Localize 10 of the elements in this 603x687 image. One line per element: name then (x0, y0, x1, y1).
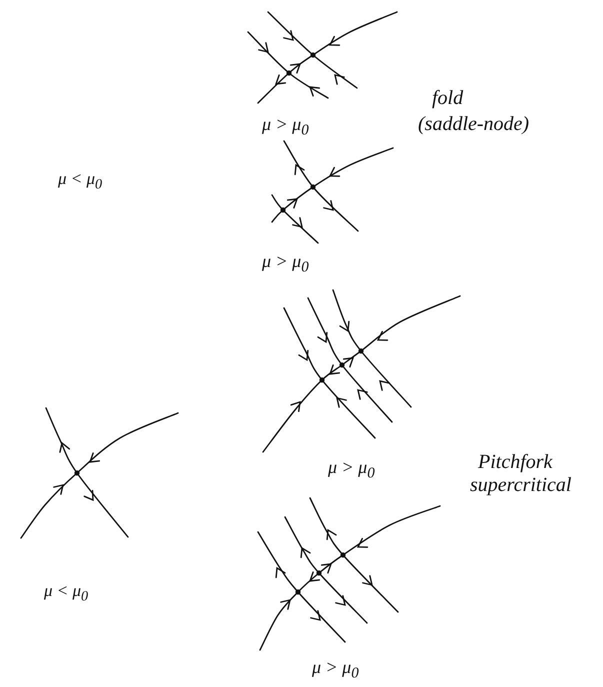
text-label: Pitchfork (478, 452, 552, 472)
text-label: μ < μ$_{0}$ (58, 170, 102, 192)
text-label: supercritical (470, 475, 572, 495)
text-label: μ > μ$_{0}$ (262, 252, 309, 276)
text-label: (saddle-node) (418, 114, 530, 134)
text-label: μ < μ$_{0}$ (44, 582, 88, 604)
text-label: μ > μ$_{0}$ (262, 115, 309, 139)
text-label: μ > μ$_{0}$ (312, 658, 359, 682)
text-label: μ > μ$_{0}$ (328, 458, 375, 482)
text-label: fold (432, 88, 464, 108)
